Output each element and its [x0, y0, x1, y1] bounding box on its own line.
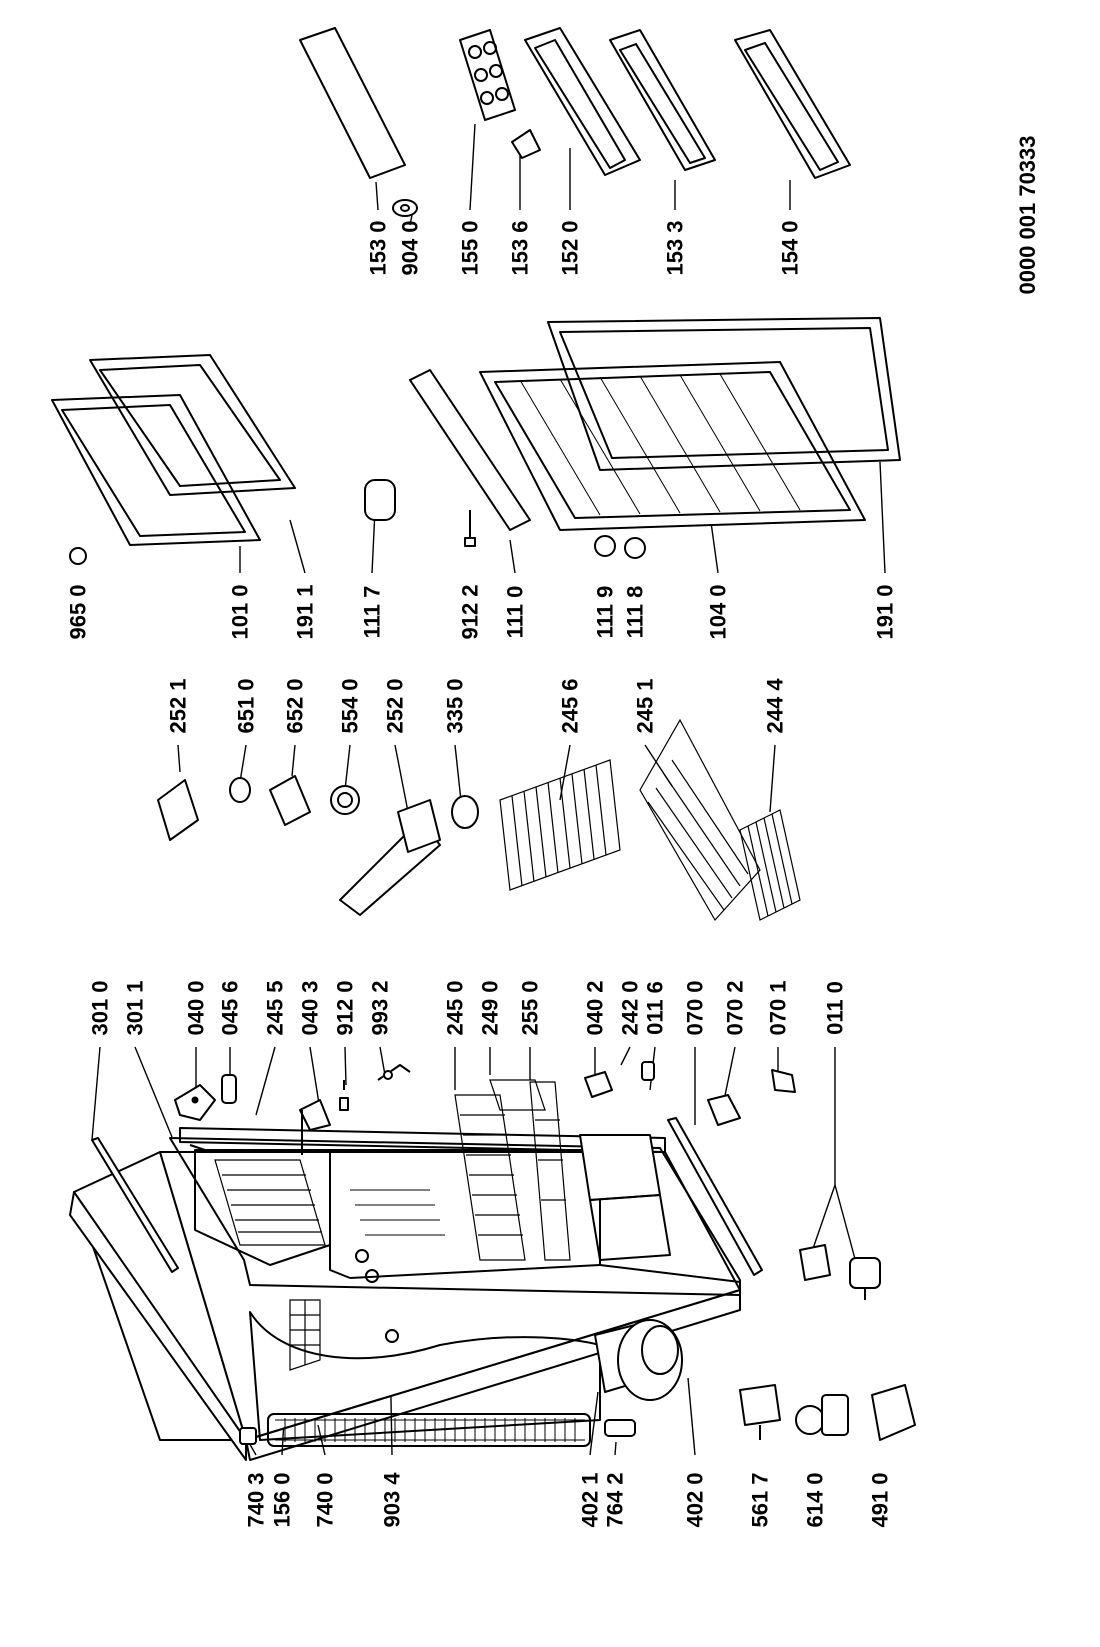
part-label-912-2: 912 2 [458, 584, 483, 639]
part-label-155-0: 155 0 [458, 220, 483, 275]
part-label-904-0: 904 0 [398, 220, 423, 275]
part-label-104-0: 104 0 [706, 584, 731, 639]
part-label-040-0: 040 0 [184, 980, 209, 1035]
cabinet-body [69, 1079, 763, 1461]
part-label-965-0: 965 0 [66, 584, 91, 639]
part-label-402-0: 402 0 [683, 1472, 708, 1527]
part-label-152-0: 152 0 [558, 220, 583, 275]
part-label-245-6: 245 6 [558, 678, 583, 733]
part-label-255-0: 255 0 [518, 980, 543, 1035]
part-label-070-2: 070 2 [723, 980, 748, 1035]
part-label-111-7: 111 7 [360, 586, 385, 639]
part-label-153-3: 153 3 [663, 220, 688, 275]
part-label-040-2: 040 2 [583, 980, 608, 1035]
part-label-011-0: 011 0 [823, 981, 848, 1035]
part-label-614-0: 614 0 [803, 1472, 828, 1527]
part-label-244-4: 244 4 [763, 678, 788, 734]
part-label-402-1: 402 1 [578, 1472, 603, 1527]
part-label-252-1: 252 1 [166, 678, 191, 733]
part-labels: 301 0 301 1 040 0 045 6 245 5 040 3 912 0 993 2… [66, 220, 898, 1527]
part-label-491-0: 491 0 [868, 1472, 893, 1527]
part-label-156-0: 156 0 [270, 1472, 295, 1527]
part-label-903-4: 903 4 [380, 1472, 405, 1528]
doors [51, 317, 901, 565]
part-label-070-0: 070 0 [683, 980, 708, 1035]
part-label-111-0: 111 0 [503, 586, 528, 639]
part-label-912-0: 912 0 [333, 980, 358, 1035]
part-label-242-0: 242 0 [618, 980, 643, 1035]
part-label-335-0: 335 0 [443, 678, 468, 733]
part-label-740-0: 740 0 [313, 1472, 338, 1527]
part-label-070-1: 070 1 [766, 980, 791, 1035]
part-label-245-0: 245 0 [443, 980, 468, 1035]
small-cabinet-parts [174, 1061, 916, 1445]
door-accessories [299, 27, 851, 217]
part-label-154-0: 154 0 [778, 220, 803, 275]
part-label-191-1: 191 1 [293, 584, 318, 639]
part-label-101-0: 101 0 [228, 584, 253, 639]
part-label-245-1: 245 1 [633, 678, 658, 733]
part-label-111-8: 111 8 [623, 586, 648, 639]
control-parts [157, 718, 801, 922]
part-label-249-0: 249 0 [478, 980, 503, 1035]
part-label-191-0: 191 0 [873, 584, 898, 639]
part-label-252-0: 252 0 [383, 678, 408, 733]
part-label-652-0: 652 0 [283, 678, 308, 733]
part-label-301-1: 301 1 [123, 980, 148, 1035]
part-label-245-5: 245 5 [263, 980, 288, 1035]
misc-details [350, 1189, 445, 1283]
part-label-554-0: 554 0 [338, 678, 363, 733]
part-label-561-7: 561 7 [748, 1472, 773, 1527]
part-label-651-0: 651 0 [234, 678, 259, 733]
part-label-764-2: 764 2 [603, 1472, 628, 1527]
part-label-040-3: 040 3 [298, 980, 323, 1035]
part-label-301-0: 301 0 [88, 980, 113, 1035]
part-label-153-0: 153 0 [366, 220, 391, 275]
part-label-011-6: 011 6 [643, 981, 668, 1035]
part-label-045-6: 045 6 [218, 980, 243, 1035]
part-label-740-3: 740 3 [244, 1472, 269, 1527]
part-label-993-2: 993 2 [368, 980, 393, 1035]
part-label-111-9: 111 9 [593, 586, 618, 639]
part-label-153-6: 153 6 [508, 220, 533, 275]
document-number: 0000 001 70333 [1015, 135, 1040, 294]
